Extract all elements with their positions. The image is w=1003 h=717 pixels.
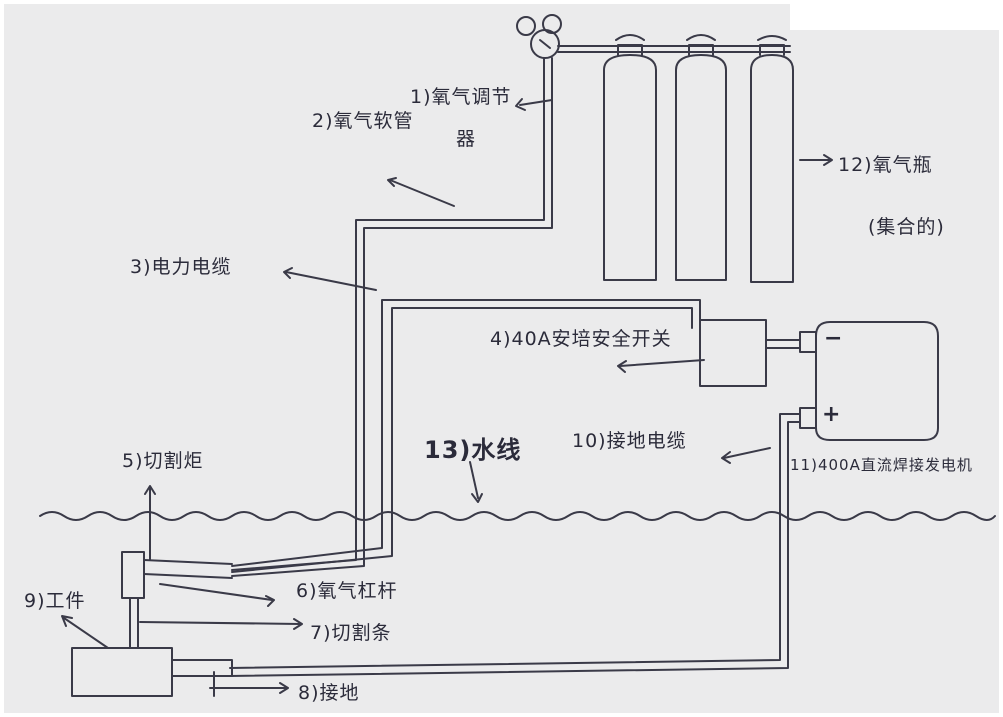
cutting-torch-label: 5)切割炬 xyxy=(122,446,204,473)
welder-label: 11)400A直流焊接发电机 xyxy=(790,454,973,475)
workpiece-label: 9)工件 xyxy=(24,586,86,613)
paper-corner xyxy=(790,0,1003,30)
regulator-label: 1)氧气调节 xyxy=(410,82,512,109)
power-cable-label: 3)电力电缆 xyxy=(130,252,232,279)
ground-cable-label: 10)接地电缆 xyxy=(572,426,687,453)
ground-clamp-label: 8)接地 xyxy=(298,678,360,705)
waterline-label: 13)水线 xyxy=(424,430,521,465)
regulator-label-continued: 器 xyxy=(456,124,476,151)
oxygen-valve-label: 6)氧气杠杆 xyxy=(296,576,398,603)
tanks-label: 12)氧气瓶 xyxy=(838,150,933,177)
welder-plus-sign: + xyxy=(822,402,841,427)
tanks-sublabel: (集合的) xyxy=(868,212,945,239)
welder-minus-sign: − xyxy=(824,326,843,351)
safety-switch-label: 4)40A安培安全开关 xyxy=(490,324,672,351)
hose-label: 2)氧气软管 xyxy=(312,106,414,133)
paper-background xyxy=(4,4,999,713)
cutting-rod-label: 7)切割条 xyxy=(310,618,392,645)
